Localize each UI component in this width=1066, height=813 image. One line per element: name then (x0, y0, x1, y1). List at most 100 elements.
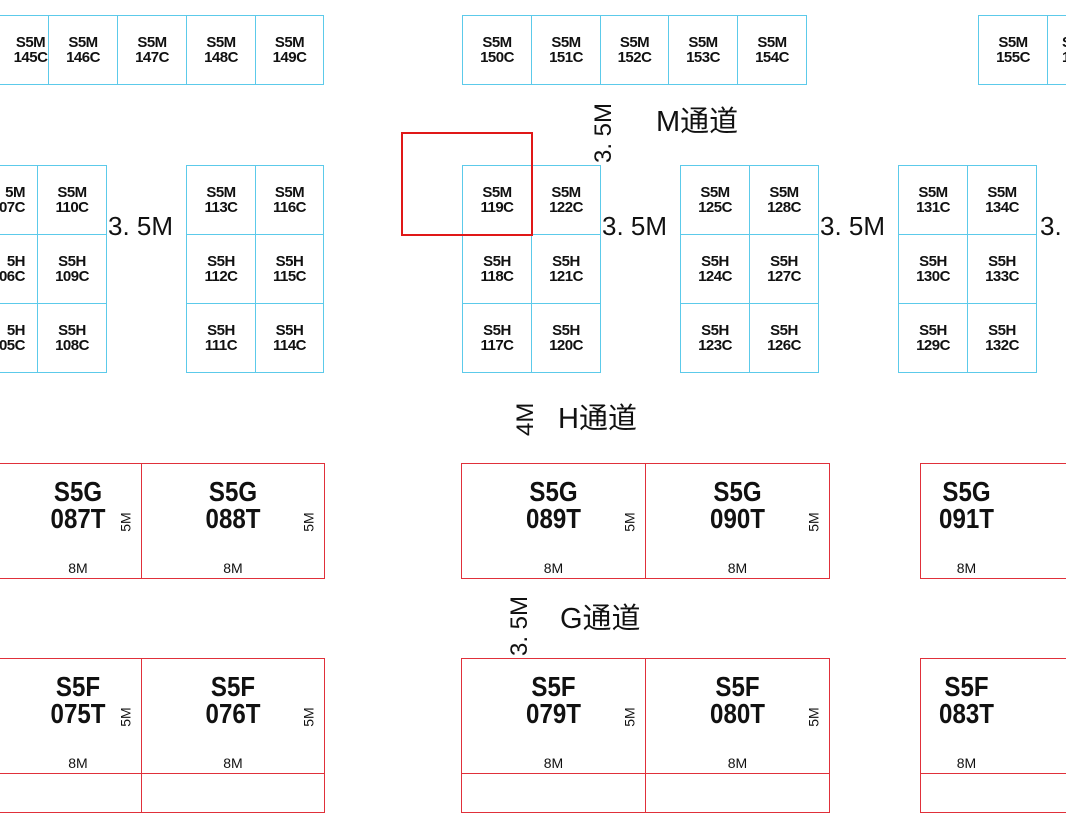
booth-number: 1 (1062, 50, 1066, 65)
booth-number: 147C (135, 49, 169, 66)
booth-hall: S5F (944, 671, 989, 702)
booth-hall: S5H (275, 322, 304, 339)
booth-row-partial[interactable] (0, 773, 142, 813)
booth-hall: S5M (769, 184, 799, 201)
gap-dimension-label: 3. (1040, 211, 1062, 241)
booth-number: 151C (549, 49, 583, 66)
booth-number: 090T (710, 503, 765, 534)
booth-hall: S5H (207, 253, 235, 270)
booth-number: 113C (204, 199, 238, 216)
booth-number: 126C (767, 337, 801, 354)
aisle-m-label: M通道 (656, 106, 739, 138)
booth-depth: 5M (300, 707, 317, 727)
booth-number: 112C (204, 268, 238, 285)
booth-hall: S5H (275, 253, 304, 270)
booth-hall: S5H (483, 322, 511, 339)
h-aisle-width-label: 4M (512, 402, 539, 436)
booth-depth: 5M (300, 512, 317, 532)
booth-number: 124C (698, 268, 732, 285)
booth-width: 8M (68, 560, 88, 576)
booth-row-partial[interactable] (141, 773, 325, 813)
booth-number: 111C (204, 337, 238, 354)
booth-depth: 5M (117, 707, 134, 727)
booth-number: 146C (66, 49, 100, 66)
booth-number: 129C (916, 337, 950, 354)
booth-row-partial[interactable] (920, 773, 1066, 813)
booth-hall: S5F (715, 671, 760, 702)
booth-hall: S5H (552, 322, 580, 339)
booth-row-partial[interactable] (645, 773, 830, 813)
gap-dimension-label: 3. 5M (108, 211, 174, 241)
booth-number: 130C (916, 268, 950, 285)
booth-number: 121C (549, 268, 583, 285)
booth-hall: S5H (58, 253, 86, 270)
booth-number: 150C (480, 49, 514, 66)
booth-hall: 5M (5, 184, 25, 201)
booth-number: 117C (480, 337, 514, 354)
booth-number: 131C (916, 199, 950, 216)
booth-hall: S5F (531, 671, 576, 702)
booth-number: 134C (985, 199, 1019, 216)
booth-number: 06C (0, 268, 26, 285)
booth-width: 8M (956, 560, 977, 576)
booth-hall: S5M (987, 184, 1017, 201)
booth-hall: S5M (15, 34, 46, 51)
booth-hall: S5M (482, 184, 512, 201)
booth-number: 115C (272, 268, 307, 285)
booth-row-partial[interactable] (461, 773, 646, 813)
booth-156c-partial[interactable]: S1 (1047, 15, 1066, 85)
